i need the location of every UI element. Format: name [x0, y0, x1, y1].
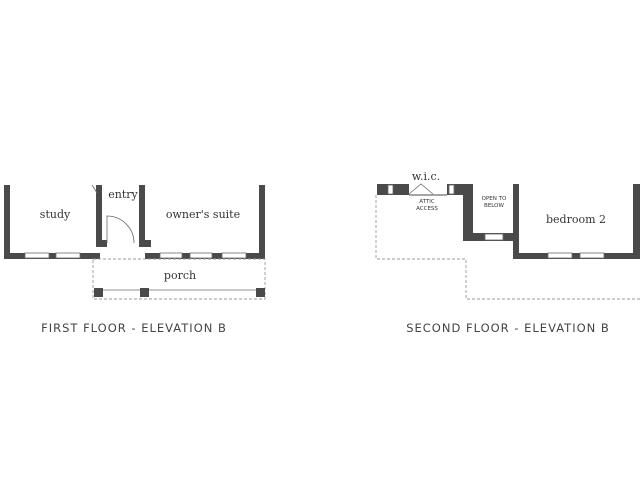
bedroom2-bottom-wall — [513, 253, 640, 259]
study-entry-partition — [96, 185, 102, 247]
bedroom2-right-wall — [633, 184, 640, 259]
porch-column-mid — [140, 288, 149, 297]
owners-window-2 — [189, 252, 213, 259]
attic-access-label-1: ATTIC — [419, 199, 435, 205]
stair-left-wall — [463, 184, 473, 240]
owners-window-1 — [159, 252, 183, 259]
entry-corner-wall — [139, 240, 151, 247]
second-floor-caption: SECOND FLOOR - ELEVATION B — [406, 321, 610, 335]
study-corner-wall — [96, 240, 107, 247]
open-to-below-label-1: OPEN TO — [482, 196, 507, 202]
porch-label: porch — [164, 269, 196, 282]
porch-column-right — [256, 288, 265, 297]
open-to-below-label-2: BELOW — [484, 203, 504, 209]
study-left-wall — [4, 185, 10, 259]
first-floor-plan: study entry owner's suite porch FIRST FL… — [4, 184, 266, 335]
first-floor-caption: FIRST FLOOR - ELEVATION B — [41, 321, 227, 335]
study-label: study — [40, 208, 71, 221]
bedroom2-window-2 — [579, 252, 605, 259]
attic-access-label-2: ACCESS — [416, 206, 438, 212]
stair-window — [484, 233, 504, 241]
wic-label: w.i.c. — [412, 170, 440, 183]
roof-outline — [375, 195, 640, 300]
owners-suite-label: owner's suite — [166, 208, 240, 221]
wic-wall-right — [447, 184, 471, 195]
study-window-1 — [24, 252, 50, 259]
porch-column-left — [94, 288, 103, 297]
wic-shelf-left — [387, 184, 394, 195]
bedroom2-left-wall — [513, 184, 519, 259]
entry-label: entry — [108, 188, 138, 201]
owners-window-3 — [221, 252, 247, 259]
owners-suite-right-wall — [259, 185, 265, 259]
entry-door-swing — [106, 215, 135, 244]
bedroom2-window-1 — [547, 252, 573, 259]
porch-outline — [92, 258, 266, 300]
entry-closet-mark — [91, 184, 98, 194]
wic-shelf-right — [448, 184, 455, 195]
study-window-2 — [55, 252, 81, 259]
attic-door-swing — [408, 183, 434, 195]
bedroom2-label: bedroom 2 — [546, 213, 606, 226]
entry-right-wall — [139, 185, 145, 247]
second-floor-plan: w.i.c. ATTIC ACCESS OPEN TO BELOW bedroo… — [375, 170, 640, 335]
study-bottom-wall — [4, 253, 100, 259]
